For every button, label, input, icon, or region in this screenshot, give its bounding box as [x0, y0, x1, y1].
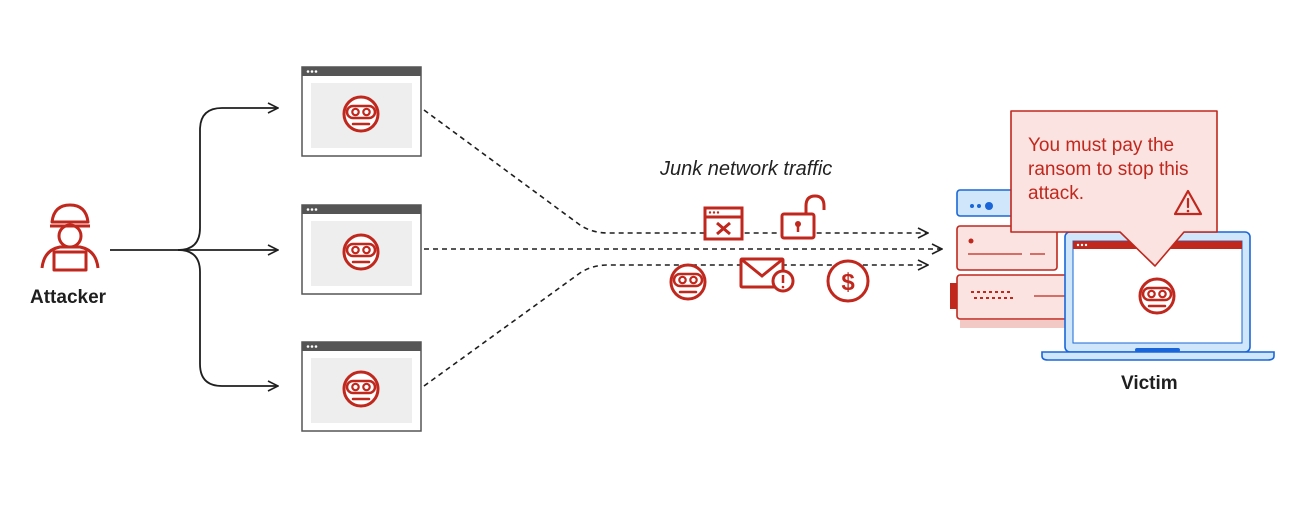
- unlocked-padlock-icon: [780, 194, 826, 240]
- bandit-icon: [342, 233, 380, 271]
- bandit-icon: [669, 263, 707, 301]
- bandit-icon: [342, 95, 380, 133]
- bot-window-bottom: [301, 341, 422, 432]
- ransom-message: You must pay the ransom to stop this att…: [1028, 135, 1189, 204]
- bandit-icon: [1138, 277, 1176, 315]
- traffic-lines: [423, 109, 942, 387]
- attacker-label: Attacker: [30, 287, 107, 308]
- ransom-speech-bubble: [1010, 110, 1218, 267]
- envelope-alert-icon: [739, 257, 795, 293]
- attacker-icon: [40, 203, 100, 272]
- bot-window-top: [301, 66, 422, 157]
- victim-label: Victim: [1121, 373, 1178, 394]
- victim-server-stack: [950, 189, 1073, 328]
- browser-x-icon: [703, 206, 744, 241]
- branch-connectors: [110, 108, 278, 386]
- svg-text:$: $: [841, 269, 855, 296]
- warning-triangle-icon: [1173, 189, 1203, 216]
- dollar-coin-icon: $: [826, 259, 870, 303]
- bandit-icon: [342, 370, 380, 408]
- traffic-label: Junk network traffic: [660, 158, 833, 180]
- bot-window-middle: [301, 204, 422, 295]
